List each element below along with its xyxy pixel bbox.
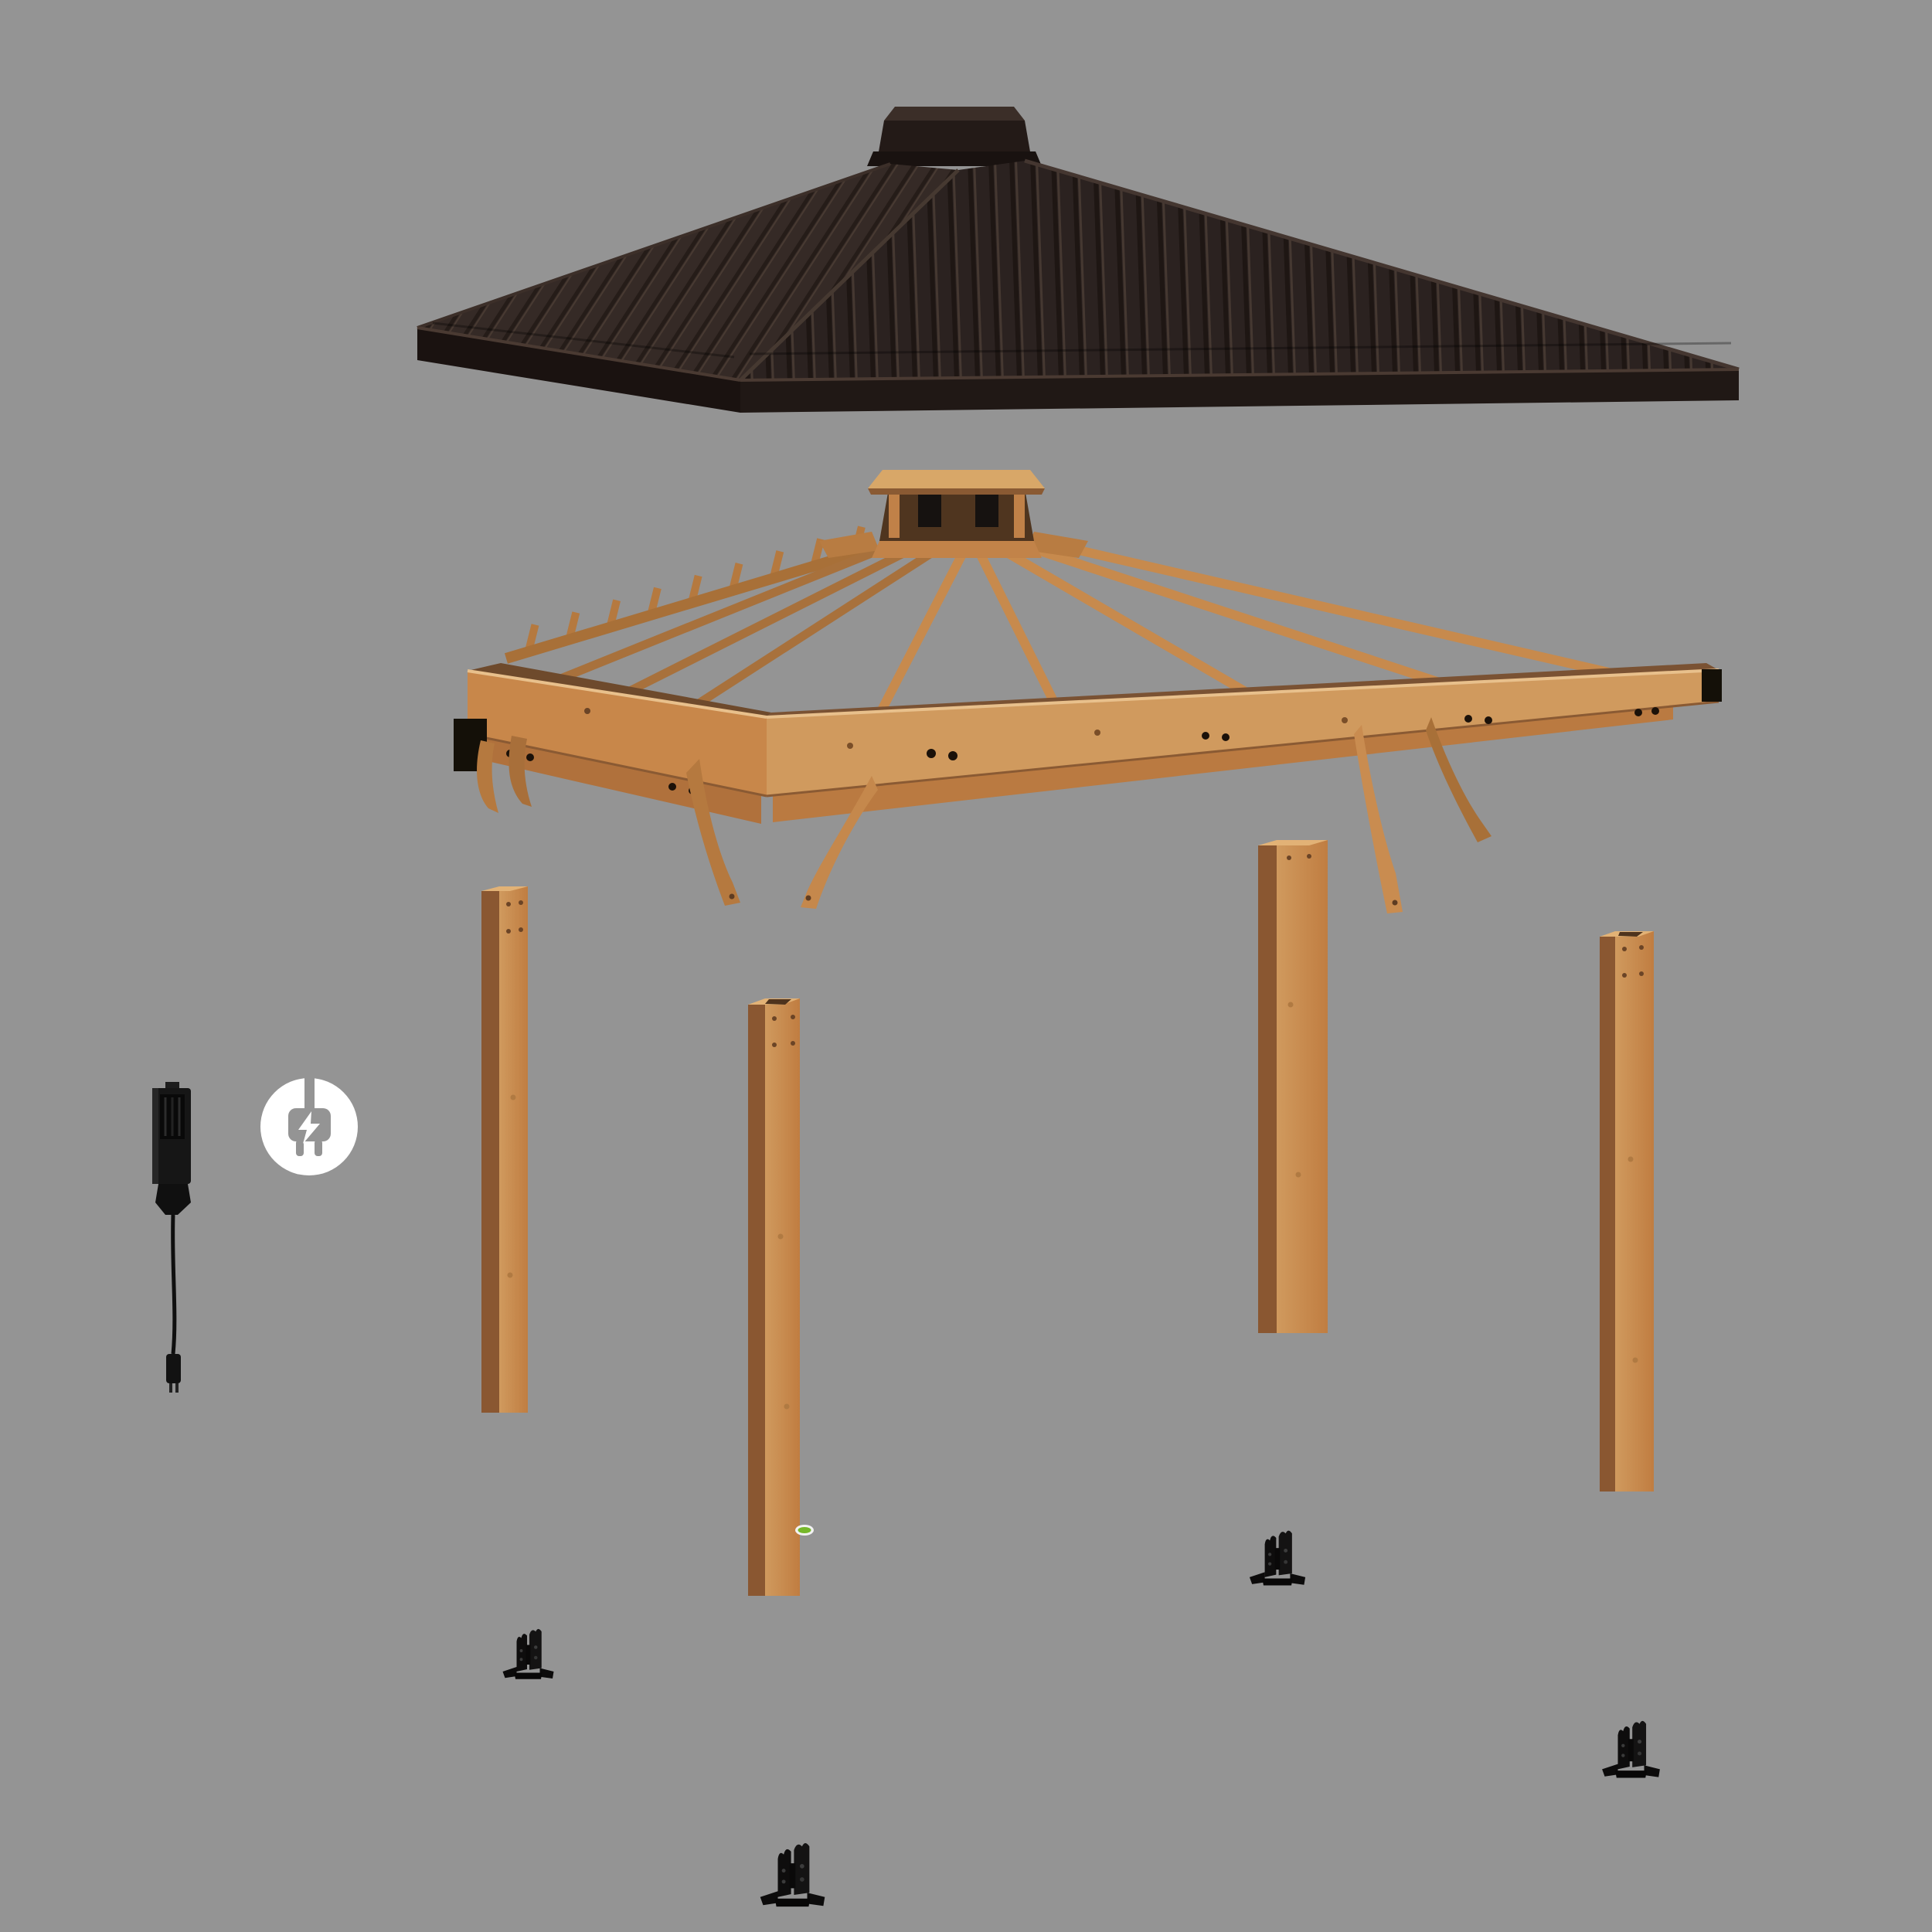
cedar-frame-illustration xyxy=(454,470,1722,913)
cedar-post-right xyxy=(1600,931,1654,1492)
cedar-post-midright xyxy=(1258,840,1328,1333)
frame-cap xyxy=(819,470,1088,558)
anchor-plate-3 xyxy=(1249,1530,1306,1586)
frame-braces xyxy=(477,717,1492,913)
anchor-plate-2 xyxy=(760,1842,825,1907)
cedar-post-left xyxy=(481,886,528,1413)
cedar-post-center xyxy=(748,998,814,1596)
frame-rim xyxy=(454,668,1722,824)
anchor-plate-4 xyxy=(1602,1720,1660,1778)
powerport-plug-icon xyxy=(260,1077,358,1175)
anchor-plate-1 xyxy=(502,1628,554,1679)
steel-roof-illustration xyxy=(417,107,1740,413)
power-strip xyxy=(152,1082,191,1393)
